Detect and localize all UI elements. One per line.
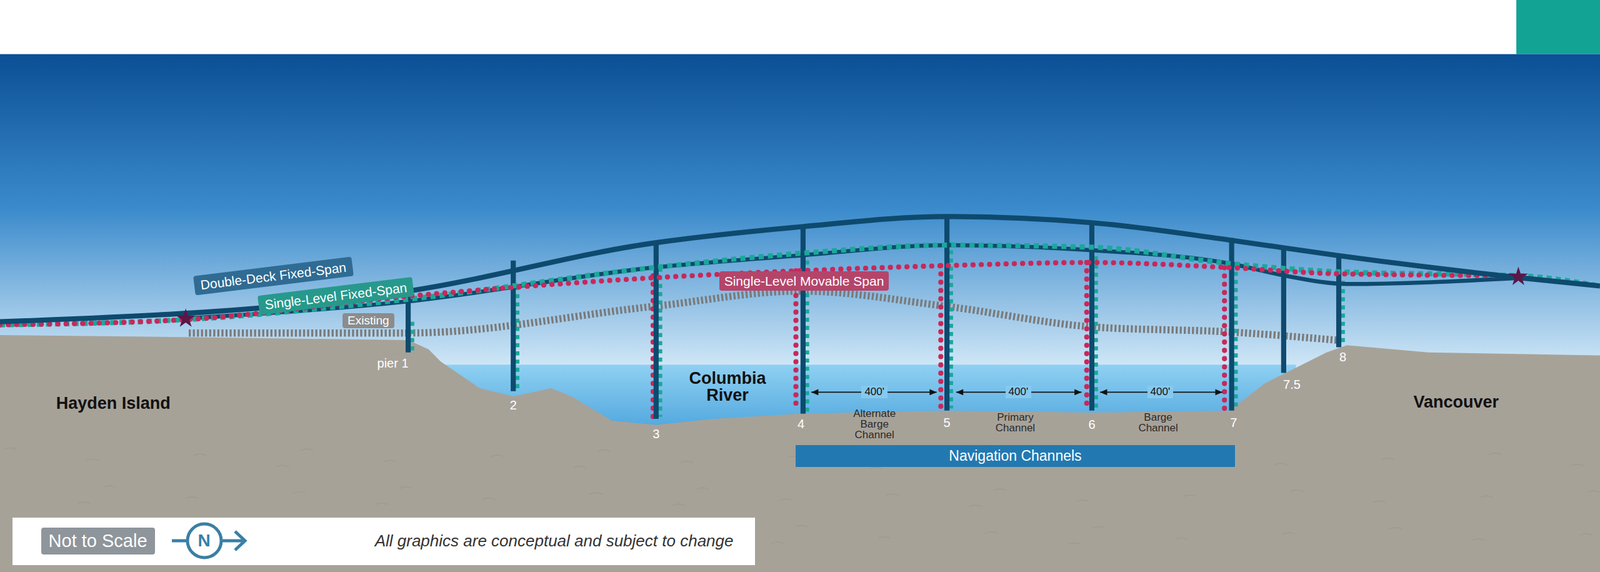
fixed-pier (1093, 248, 1099, 409)
pier-number: 8 (1339, 350, 1347, 365)
pier-number: 7.5 (1283, 377, 1301, 392)
dimension: 400' (861, 385, 888, 399)
note-panel: All graphics are conceptual and subject … (12, 517, 756, 565)
compass-line (171, 539, 188, 543)
design-tag: Existing (342, 313, 395, 329)
dimension: 400' (1147, 385, 1174, 399)
place-name: Vancouver (1413, 392, 1500, 412)
fixed-pier (515, 286, 520, 390)
sky (0, 54, 1600, 572)
ground (0, 335, 1600, 572)
compass-ring (187, 523, 222, 558)
movable-pier (1221, 267, 1227, 409)
channel-name: Primary Channel (995, 411, 1035, 434)
double-deck-lower (183, 245, 1521, 319)
pier-number: 5 (943, 415, 951, 430)
design-tag: Single-Level Movable Span (719, 271, 890, 291)
movable-pier (938, 265, 944, 409)
double-deck-pier (1336, 255, 1342, 347)
node-text: Navigation Channels (948, 447, 1082, 465)
node-text: Single-Level Fixed-Span (263, 280, 408, 312)
pier-number: 4 (797, 416, 805, 432)
pier-number: 6 (1088, 417, 1095, 432)
north-letter: N (197, 530, 210, 551)
dimension: 400' (1005, 385, 1032, 399)
compass-head (235, 531, 245, 550)
channel-band: Navigation Channels (795, 445, 1235, 467)
compass-line (221, 539, 243, 543)
node-text: Single-Level Movable Span (724, 273, 885, 289)
pier-number: pier 1 (377, 356, 409, 371)
movable-pier (1084, 262, 1090, 409)
river-name: Columbia River (689, 370, 767, 404)
node-text: Existing (347, 313, 390, 327)
fixed-pier (410, 321, 415, 351)
node-text: All graphics are conceptual and subject … (375, 531, 734, 551)
double-deck-pier (510, 260, 516, 392)
end-star (176, 308, 196, 327)
double-deck-pier (405, 296, 411, 353)
place-name: Hayden Island (56, 393, 171, 414)
double-deck-upper (0, 216, 1600, 322)
fixed-pier (658, 267, 663, 417)
pier-number: 7 (1230, 415, 1237, 430)
scale-badge: Not to Scale (41, 527, 155, 555)
channel-name: Barge Channel (1138, 411, 1178, 434)
pier-number: 2 (510, 398, 517, 413)
node-text: Not to Scale (48, 530, 148, 551)
top-band (0, 0, 1600, 55)
fixed-pier (1233, 263, 1239, 409)
fixed-pier (1340, 280, 1345, 345)
end-star (1508, 266, 1529, 285)
channel-name: Alternate Barge Channel (853, 408, 896, 440)
movable-pier (793, 270, 799, 409)
pier-number: 3 (652, 426, 660, 442)
corner-square (1516, 0, 1600, 55)
